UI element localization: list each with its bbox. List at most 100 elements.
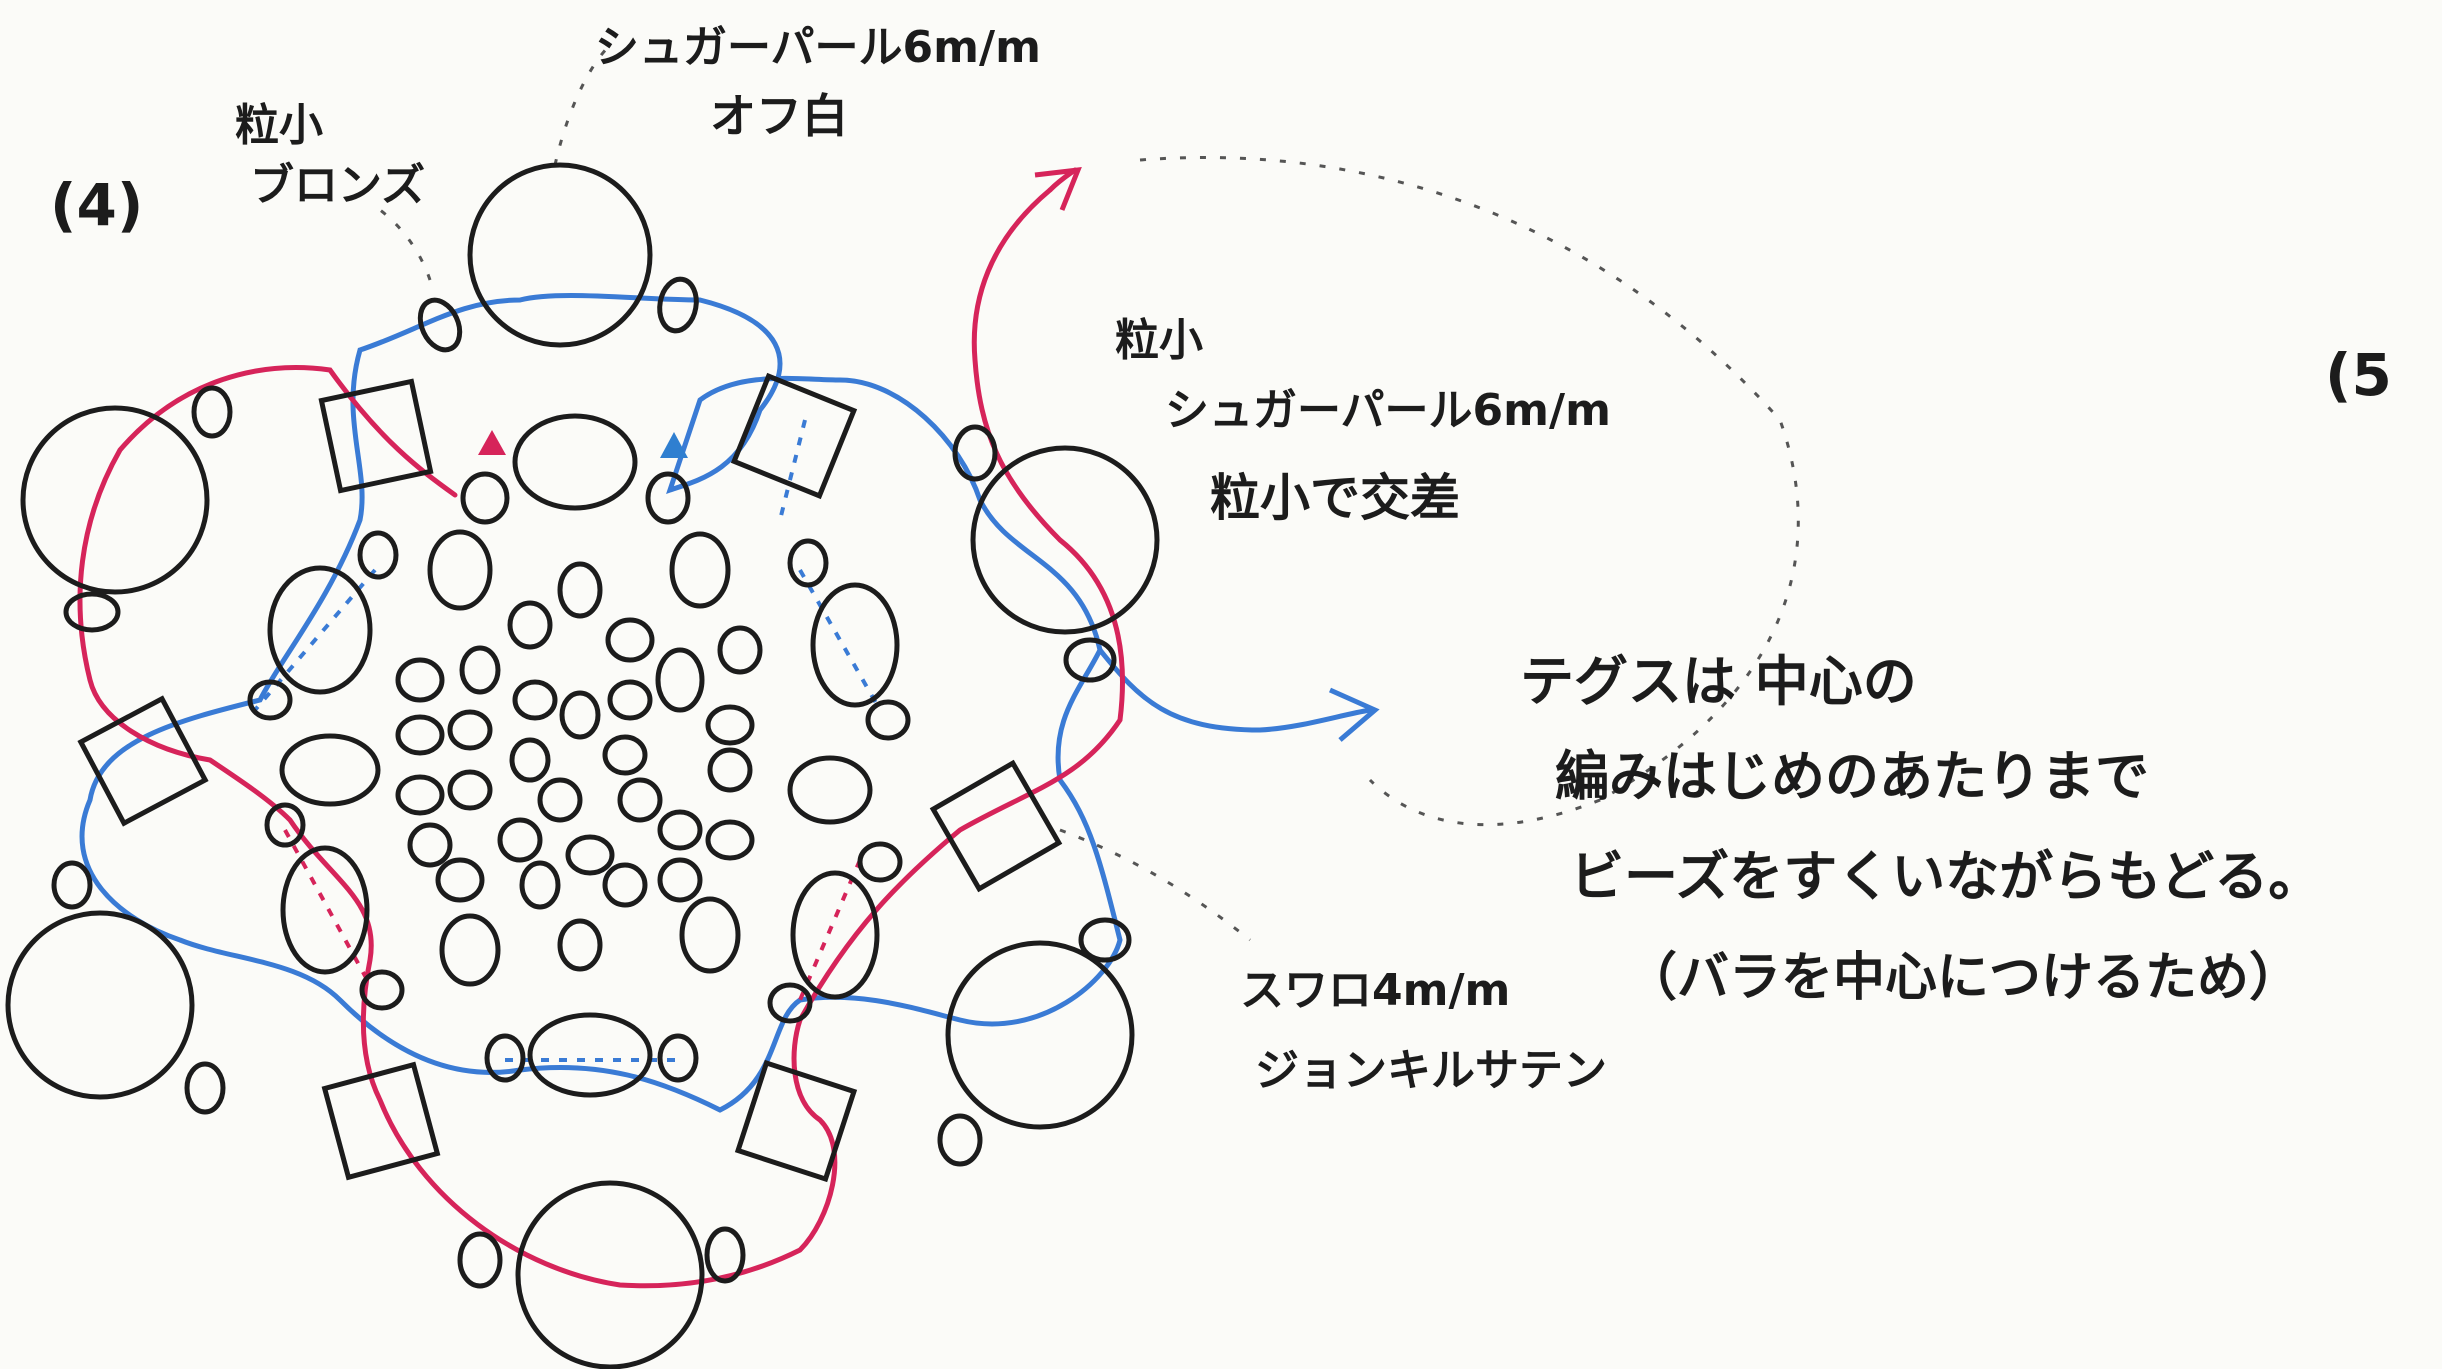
small-bead bbox=[191, 385, 233, 439]
inner-small-bead bbox=[484, 1033, 526, 1083]
center-bead bbox=[395, 714, 445, 756]
center-bead bbox=[657, 809, 703, 851]
center-bead bbox=[537, 777, 583, 823]
center-bead bbox=[459, 645, 501, 695]
label-cross-small: 粒小 bbox=[1115, 315, 1203, 366]
red-start-marker bbox=[478, 430, 506, 455]
center-bead bbox=[447, 769, 493, 811]
small-bead bbox=[704, 1226, 746, 1284]
small-bead bbox=[657, 276, 699, 334]
inner-small-bead bbox=[865, 699, 911, 741]
swaro-upper-right bbox=[730, 372, 858, 500]
blue-start-marker bbox=[660, 432, 688, 458]
inner-medium-bead bbox=[512, 413, 638, 511]
blue-exit-thread bbox=[1097, 647, 1373, 733]
center-bead bbox=[559, 690, 601, 740]
label-swaro-color: ジョンキルサテン bbox=[1255, 1045, 1607, 1096]
center-bead bbox=[565, 834, 615, 876]
center-bead bbox=[279, 733, 381, 807]
label-top-pearl-size: シュガーパール6m/m bbox=[595, 22, 1041, 73]
center-bead bbox=[607, 679, 653, 721]
small-bead bbox=[1078, 917, 1132, 963]
blue-thread-path bbox=[79, 293, 1123, 1113]
center-bead bbox=[407, 822, 453, 868]
dash-blue-upper-right bbox=[778, 419, 807, 521]
inner-medium-bead bbox=[790, 870, 880, 1000]
inner-small-bead bbox=[787, 538, 829, 588]
inner-small-bead bbox=[657, 1033, 699, 1083]
swaro-lower-left bbox=[321, 1061, 441, 1181]
center-bead bbox=[669, 531, 731, 609]
swaro-lower-right bbox=[734, 1059, 858, 1183]
center-bead bbox=[602, 734, 648, 776]
inner-medium-bead bbox=[280, 845, 370, 975]
inner-medium-bead bbox=[267, 565, 373, 695]
center-bead bbox=[557, 918, 603, 972]
center-bead bbox=[512, 679, 558, 721]
inner-small-bead bbox=[359, 969, 405, 1011]
small-bead bbox=[937, 1113, 983, 1167]
center-bead bbox=[395, 774, 445, 816]
center-bead bbox=[519, 860, 561, 910]
center-bead bbox=[395, 657, 445, 703]
inner-small-bead bbox=[264, 802, 306, 848]
small-bead bbox=[457, 1231, 503, 1289]
inner-small-bead bbox=[767, 982, 813, 1024]
instruction-line-1: テグスは 中心の bbox=[1520, 650, 1917, 713]
instruction-line-4: （バラを中心につけるため） bbox=[1625, 948, 2301, 1008]
next-step-label: (5 bbox=[2325, 341, 2392, 409]
center-bead bbox=[717, 625, 763, 675]
dash-blue-upper-left bbox=[253, 568, 377, 712]
step-label: (4) bbox=[50, 171, 143, 239]
center-bead bbox=[655, 647, 705, 713]
leader-top-pearl bbox=[553, 43, 612, 166]
center-bead bbox=[605, 617, 655, 663]
label-cross-pearl: シュガーパール6m/m bbox=[1165, 385, 1611, 436]
center-bead bbox=[705, 704, 755, 746]
center-bead bbox=[497, 817, 543, 863]
center-bead bbox=[507, 600, 553, 650]
red-arrowhead bbox=[1034, 167, 1082, 211]
center-bead bbox=[447, 709, 493, 751]
pearl-upper-right bbox=[970, 445, 1160, 635]
center-bead bbox=[707, 747, 753, 793]
small-bead bbox=[51, 860, 93, 910]
pearl-lower-right bbox=[945, 940, 1135, 1130]
inner-small-bead bbox=[645, 471, 691, 525]
center-bead bbox=[617, 777, 663, 823]
inner-small-bead bbox=[460, 471, 510, 525]
label-cross-instruction: 粒小で交差 bbox=[1210, 469, 1460, 527]
instruction-line-2: 編みはじめのあたりまで bbox=[1555, 745, 2149, 808]
inner-medium-bead bbox=[810, 582, 900, 708]
center-bead bbox=[427, 529, 493, 611]
red-thread-path bbox=[77, 187, 1125, 1289]
small-bead bbox=[417, 297, 463, 353]
label-swaro-size: スワロ4m/m bbox=[1240, 965, 1510, 1016]
inner-medium-bead bbox=[527, 1012, 653, 1098]
small-bead bbox=[63, 591, 121, 633]
inner-small-bead bbox=[247, 679, 293, 721]
label-small-bronze-color: ブロンズ bbox=[250, 160, 425, 211]
swaro-right bbox=[929, 759, 1063, 893]
center-bead bbox=[439, 913, 501, 987]
small-bead bbox=[952, 424, 998, 482]
center-bead bbox=[787, 755, 873, 825]
center-bead bbox=[557, 561, 603, 619]
leader-small-bronze bbox=[379, 208, 432, 281]
swaro-upper-left bbox=[318, 378, 434, 494]
center-bead bbox=[679, 896, 741, 974]
inner-small-bead bbox=[357, 530, 399, 580]
dash-red-right bbox=[798, 859, 862, 1001]
pearl-upper-left bbox=[20, 405, 210, 595]
small-bead bbox=[1063, 637, 1117, 683]
dash-red-left bbox=[283, 829, 372, 986]
swaro-left bbox=[77, 695, 209, 827]
small-bead bbox=[184, 1061, 226, 1115]
blue-arrowhead bbox=[1328, 687, 1380, 742]
center-bead bbox=[602, 862, 648, 908]
pearl-top bbox=[467, 162, 653, 348]
center-bead bbox=[509, 737, 551, 783]
pearl-bottom bbox=[515, 1180, 705, 1369]
